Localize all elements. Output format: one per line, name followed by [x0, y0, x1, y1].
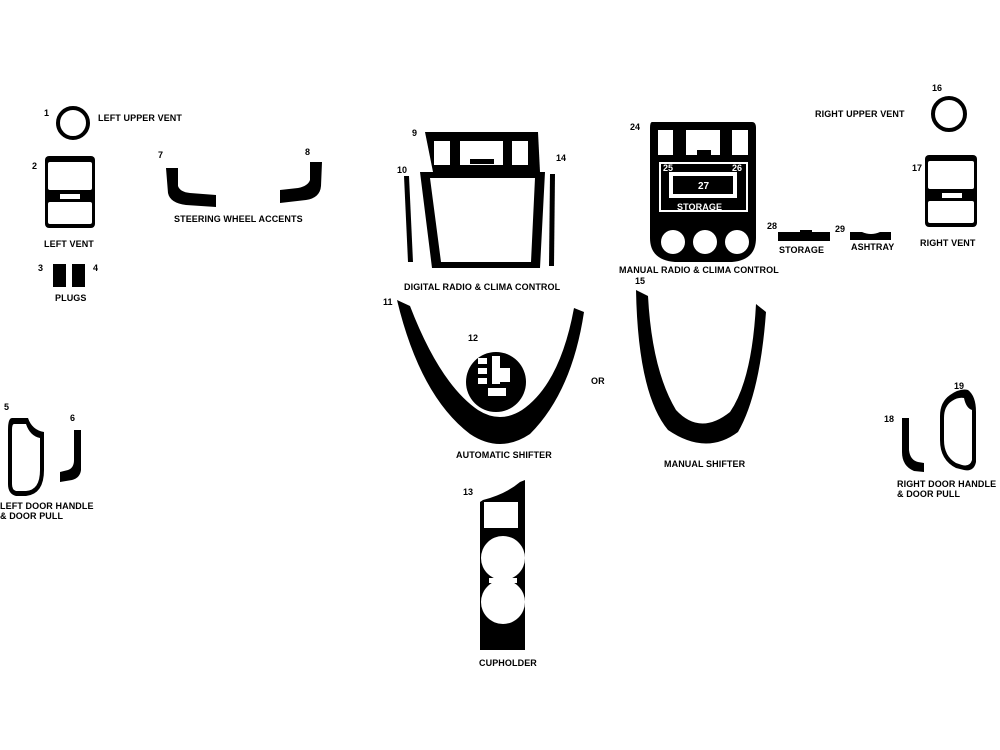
label-steering-wheel-accents: STEERING WHEEL ACCENTS [174, 214, 303, 224]
piece-29-ashtray [850, 232, 891, 240]
part-number-9: 9 [412, 128, 418, 138]
part-number-16: 16 [932, 83, 943, 93]
part-number-1: 1 [44, 108, 50, 118]
label-automatic-shifter: AUTOMATIC SHIFTER [456, 450, 552, 460]
piece-1-left-upper-vent-ring [56, 106, 90, 140]
part-number-29: 29 [835, 224, 846, 234]
part-number-8: 8 [305, 147, 311, 157]
part-number-17: 17 [912, 163, 923, 173]
part-number-14: 14 [556, 153, 567, 163]
piece-3-plug [53, 264, 66, 287]
piece-12-shift-gate [466, 352, 526, 412]
part-number-15: 15 [635, 276, 646, 286]
piece-10-side-strip [404, 176, 413, 262]
part-number-10: 10 [397, 165, 408, 175]
label-storage-inner: STORAGE [677, 202, 723, 212]
piece-9-digital-radio-bezel [420, 132, 545, 268]
piece-5-left-door-handle [8, 418, 44, 496]
piece-8-steering-accent [280, 162, 322, 203]
part-number-26: 26 [732, 163, 743, 173]
piece-15-manual-shifter-surround [636, 290, 766, 444]
label-left-vent: LEFT VENT [44, 239, 94, 249]
part-number-28: 28 [767, 221, 778, 231]
piece-19-right-door-handle [940, 389, 976, 471]
piece-16-right-upper-vent-ring [931, 96, 967, 132]
part-number-4: 4 [93, 263, 99, 273]
part-number-3: 3 [38, 263, 44, 273]
piece-11-automatic-shifter-surround [397, 300, 584, 444]
label-right-upper-vent: RIGHT UPPER VENT [815, 109, 905, 119]
piece-13-cupholder [480, 480, 525, 650]
label-digital-radio-clima-control: DIGITAL RADIO & CLIMA CONTROL [404, 282, 561, 292]
label-manual-shifter: MANUAL SHIFTER [664, 459, 746, 469]
label-ashtray: ASHTRAY [851, 242, 895, 252]
part-number-27: 27 [698, 181, 710, 192]
part-number-5: 5 [4, 402, 10, 412]
part-number-12: 12 [468, 333, 479, 343]
label-right-vent: RIGHT VENT [920, 238, 976, 248]
part-number-19: 19 [954, 381, 965, 391]
label-left-upper-vent: LEFT UPPER VENT [98, 113, 183, 123]
piece-29-ashtray-notch [862, 232, 880, 234]
piece-24-manual-radio-bezel [650, 122, 756, 262]
piece-28-storage [778, 230, 830, 241]
label-storage: STORAGE [779, 245, 825, 255]
part-number-6: 6 [70, 413, 76, 423]
piece-2-left-vent [45, 156, 95, 228]
piece-7-steering-accent [166, 168, 216, 207]
label-left-door-line2: & DOOR PULL [0, 511, 64, 521]
part-number-13: 13 [463, 487, 474, 497]
piece-4-plug [72, 264, 85, 287]
part-number-7: 7 [158, 150, 164, 160]
label-or: OR [591, 376, 605, 386]
piece-14-side-strip [549, 174, 555, 266]
part-number-24: 24 [630, 122, 641, 132]
part-number-25: 25 [663, 163, 674, 173]
label-right-door-line1: RIGHT DOOR HANDLE [897, 479, 997, 489]
piece-18-right-door-pull [902, 418, 924, 472]
part-number-11: 11 [383, 297, 393, 307]
label-right-door-line2: & DOOR PULL [897, 489, 961, 499]
label-plugs: PLUGS [55, 293, 87, 303]
piece-17-right-vent [925, 155, 977, 227]
part-number-2: 2 [32, 161, 38, 171]
label-manual-radio-clima-control: MANUAL RADIO & CLIMA CONTROL [619, 265, 779, 275]
piece-6-left-door-pull [60, 430, 81, 482]
label-left-door-line1: LEFT DOOR HANDLE [0, 501, 94, 511]
label-cupholder: CUPHOLDER [479, 658, 537, 668]
part-number-18: 18 [884, 414, 895, 424]
